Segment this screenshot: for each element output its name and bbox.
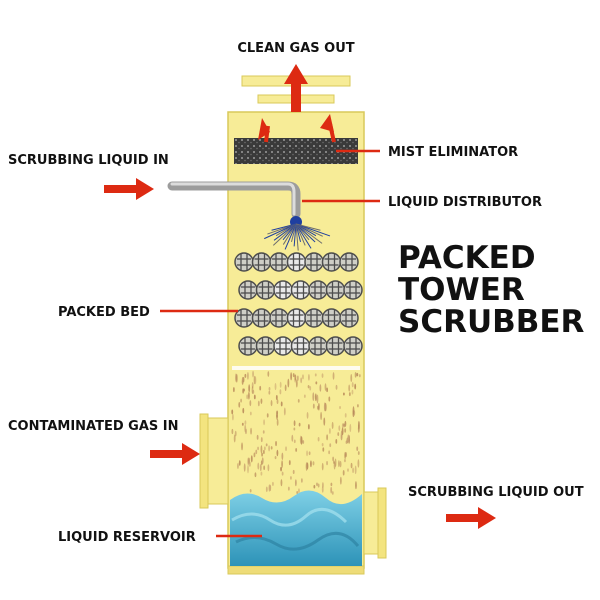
arrow-contaminated-gas-in [150, 443, 200, 465]
leader-lines [160, 149, 380, 538]
title-line-2: TOWER [398, 272, 525, 308]
title-line-3: SCRUBBER [398, 304, 585, 340]
tower-base [227, 565, 365, 575]
label-clean-gas-out: CLEAN GAS OUT [237, 41, 354, 56]
liquid-outlet-flange [377, 487, 387, 559]
label-scrubbing-liquid-out: SCRUBBING LIQUID OUT [408, 485, 584, 500]
label-contaminated-gas-in: CONTAMINATED GAS IN [8, 419, 179, 434]
clean-gas-arrows [258, 64, 336, 143]
arrow-scrubbing-liquid-in [104, 178, 154, 200]
spray-lines [264, 223, 331, 251]
title-line-1: PACKED [398, 240, 536, 276]
gas-liquid-contact-zone [231, 370, 361, 495]
label-liquid-distributor: LIQUID DISTRIBUTOR [388, 195, 542, 210]
label-mist-eliminator: MIST ELIMINATOR [388, 145, 518, 160]
label-packed-bed: PACKED BED [58, 305, 150, 320]
arrow-scrubbing-liquid-out [446, 507, 496, 529]
packed-bed-rings [232, 252, 363, 370]
gas-inlet-nozzle [205, 417, 229, 505]
label-scrubbing-liquid-in: SCRUBBING LIQUID IN [8, 153, 169, 168]
gas-inlet-flange [199, 413, 209, 509]
label-liquid-reservoir: LIQUID RESERVOIR [58, 530, 196, 545]
